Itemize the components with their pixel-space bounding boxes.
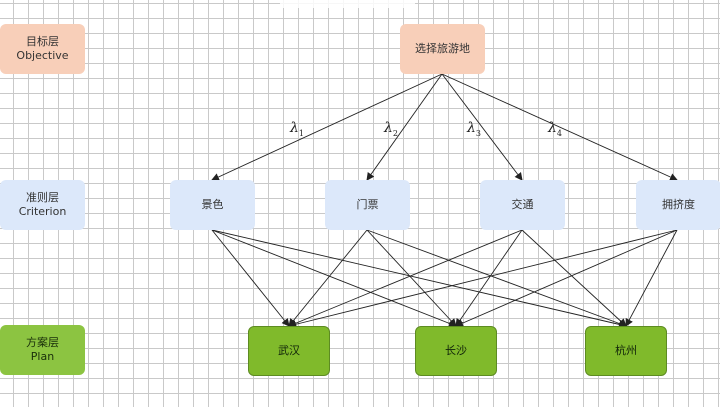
layer-criterion-en: Criterion — [18, 205, 67, 218]
goal-label: 选择旅游地 — [415, 42, 470, 55]
goal-arrow-4 — [441, 73, 678, 181]
criterion-4-to-plan-3-arrow — [625, 229, 678, 327]
criterion-2-to-plan-1-arrow — [288, 229, 368, 327]
criterion-node-crowding: 拥挤度 — [636, 180, 720, 230]
weight-label-2: λ2 — [384, 120, 398, 138]
criterion-3-to-plan-1-arrow — [288, 229, 523, 328]
criterion-label: 交通 — [511, 198, 534, 211]
criterion-4-to-plan-1-arrow — [288, 229, 678, 329]
criterion-1-to-plan-1-arrow — [211, 229, 290, 327]
goal-to-criteria-arrows — [211, 73, 678, 181]
layer-label-criterion: 准则层 Criterion — [0, 180, 85, 230]
criterion-3-to-plan-2-arrow — [455, 229, 523, 327]
criterion-1-to-plan-3-arrow — [211, 229, 627, 329]
criterion-2-to-plan-2-arrow — [366, 229, 457, 327]
goal-node: 选择旅游地 — [400, 24, 485, 74]
layer-plan-cn: 方案层 — [26, 336, 59, 349]
weight-label-3: λ3 — [467, 120, 481, 138]
plan-label: 长沙 — [445, 344, 467, 357]
goal-arrow-3 — [441, 73, 523, 181]
layer-label-plan: 方案层 Plan — [0, 325, 85, 375]
criterion-node-ticket: 门票 — [325, 180, 410, 230]
weight-label-4: λ4 — [548, 120, 562, 138]
criteria-to-plan-arrows — [211, 229, 678, 329]
goal-arrow-1 — [211, 73, 443, 181]
goal-arrow-2 — [366, 73, 443, 181]
top-blur-band — [280, 0, 415, 8]
criterion-label: 景色 — [201, 198, 224, 211]
criterion-label: 拥挤度 — [662, 198, 695, 211]
criterion-4-to-plan-2-arrow — [455, 229, 678, 327]
plan-node-wuhan: 武汉 — [248, 326, 330, 376]
plan-node-changsha: 长沙 — [415, 326, 497, 376]
criterion-node-transport: 交通 — [480, 180, 565, 230]
plan-label: 武汉 — [278, 344, 300, 357]
criterion-1-to-plan-2-arrow — [211, 229, 457, 328]
layer-objective-cn: 目标层 — [26, 35, 59, 48]
layer-label-objective: 目标层 Objective — [0, 24, 85, 74]
layer-criterion-cn: 准则层 — [26, 191, 59, 204]
plan-node-hangzhou: 杭州 — [585, 326, 667, 376]
layer-plan-en: Plan — [30, 350, 55, 363]
criterion-label: 门票 — [356, 198, 379, 211]
criterion-2-to-plan-3-arrow — [366, 229, 627, 328]
weight-label-1: λ1 — [290, 120, 304, 138]
criterion-node-scenery: 景色 — [170, 180, 255, 230]
layer-objective-en: Objective — [16, 49, 69, 62]
plan-label: 杭州 — [615, 344, 637, 357]
criterion-3-to-plan-3-arrow — [521, 229, 627, 327]
